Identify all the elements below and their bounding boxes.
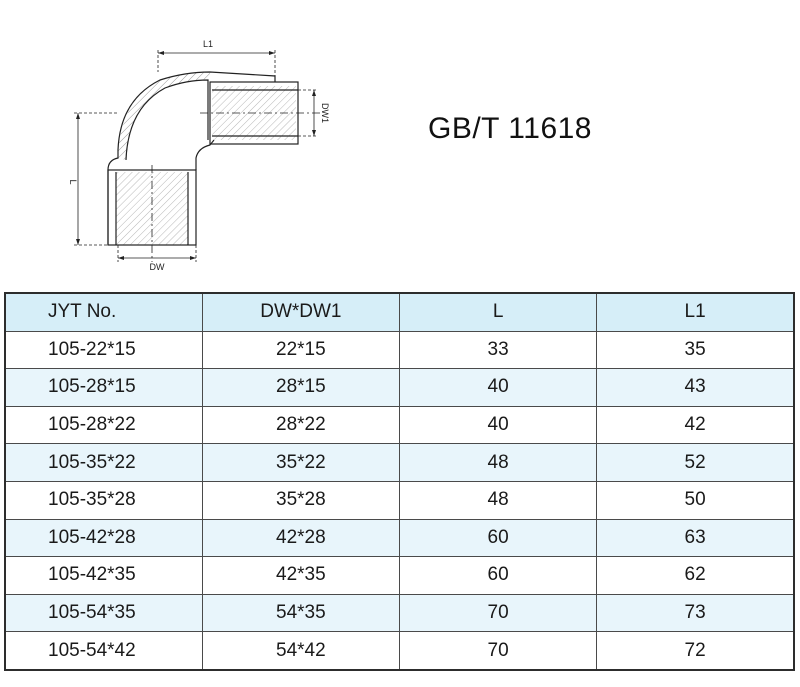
cell-jyt-no: 105-42*28 [4, 518, 203, 558]
table-row: 105-54*35 54*35 70 73 [4, 593, 795, 633]
header-l: L [398, 292, 598, 332]
cell-dw-dw1: 54*35 [201, 593, 401, 633]
cell-l1: 43 [596, 368, 795, 407]
cell-dw-dw1: 54*42 [201, 631, 401, 671]
header-dw-dw1: DW*DW1 [201, 292, 401, 332]
table-row: 105-22*15 22*15 33 35 [4, 330, 795, 370]
cell-l: 60 [398, 518, 598, 558]
table-row: 105-28*22 28*22 40 42 [4, 405, 795, 445]
cell-l: 60 [398, 556, 598, 595]
dim-label-dw: DW [150, 262, 165, 272]
table-row: 105-42*28 42*28 60 63 [4, 518, 795, 558]
table-row: 105-35*28 35*28 48 50 [4, 480, 795, 520]
cell-l: 48 [398, 480, 598, 520]
cell-l: 33 [398, 330, 598, 370]
cell-l1: 50 [596, 480, 795, 520]
cell-l1: 62 [596, 556, 795, 595]
spec-table: JYT No. DW*DW1 L L1 105-22*15 22*15 33 3… [4, 292, 795, 671]
cell-l: 70 [398, 593, 598, 633]
table-row: 105-28*15 28*15 40 43 [4, 368, 795, 407]
dim-label-dw1: DW1 [320, 103, 330, 123]
dim-label-l: L [68, 179, 78, 184]
cell-l: 40 [398, 405, 598, 445]
cell-jyt-no: 105-54*35 [4, 593, 203, 633]
cell-l: 48 [398, 443, 598, 482]
cell-l1: 73 [596, 593, 795, 633]
cell-jyt-no: 105-28*22 [4, 405, 203, 445]
cell-l1: 52 [596, 443, 795, 482]
cell-l1: 35 [596, 330, 795, 370]
cell-dw-dw1: 35*28 [201, 480, 401, 520]
cell-l: 70 [398, 631, 598, 671]
cell-jyt-no: 105-54*42 [4, 631, 203, 671]
cell-dw-dw1: 42*35 [201, 556, 401, 595]
elbow-diagram: L1 L DW DW1 [68, 39, 330, 272]
standard-code: GB/T 11618 [428, 112, 592, 145]
cell-dw-dw1: 42*28 [201, 518, 401, 558]
cell-jyt-no: 105-28*15 [4, 368, 203, 407]
header-l1: L1 [596, 292, 795, 332]
table-row: 105-35*22 35*22 48 52 [4, 443, 795, 482]
cell-dw-dw1: 35*22 [201, 443, 401, 482]
table-row: 105-42*35 42*35 60 62 [4, 556, 795, 595]
cell-jyt-no: 105-35*22 [4, 443, 203, 482]
header-jyt-no: JYT No. [4, 292, 203, 332]
cell-jyt-no: 105-35*28 [4, 480, 203, 520]
dim-label-l1: L1 [203, 39, 213, 49]
table-header-row: JYT No. DW*DW1 L L1 [4, 292, 795, 332]
cell-jyt-no: 105-22*15 [4, 330, 203, 370]
cell-dw-dw1: 22*15 [201, 330, 401, 370]
cell-l1: 63 [596, 518, 795, 558]
table-row: 105-54*42 54*42 70 72 [4, 631, 795, 671]
cell-l1: 42 [596, 405, 795, 445]
cell-dw-dw1: 28*22 [201, 405, 401, 445]
cell-dw-dw1: 28*15 [201, 368, 401, 407]
elbow-inner-wall [125, 79, 209, 161]
cell-l: 40 [398, 368, 598, 407]
cell-jyt-no: 105-42*35 [4, 556, 203, 595]
cell-l1: 72 [596, 631, 795, 671]
